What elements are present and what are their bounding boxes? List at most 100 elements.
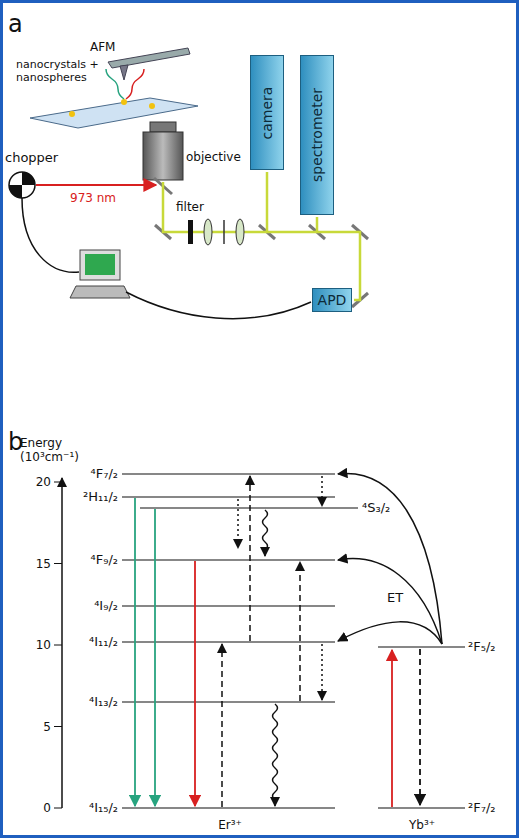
energy-transfer-arrows [338,474,442,644]
level-label: ²F₇/₂ [468,800,496,816]
excitation-arrows [222,476,300,807]
nonradiative-arrows [263,510,278,806]
cables [126,292,311,319]
yb-arrows [391,650,393,807]
computer [85,254,115,275]
axis-ticks [54,482,62,808]
nanocrystals [69,111,75,117]
level-label: ⁴I₁₅/₂ [89,800,118,816]
instrument-box: spectrometer [300,55,334,215]
chopper-wheel [9,172,35,198]
level-label: ²F₅/₂ [468,639,496,655]
ion-label: Er³⁺ [218,818,242,832]
er-levels [122,559,335,560]
laser-beam [36,185,156,186]
er-levels [122,701,335,702]
instrument-box: APD [312,288,352,312]
emission-waves [126,69,144,99]
er-levels [122,641,335,642]
afm-cantilever [108,48,190,68]
level-label: ⁴I₁₃/₂ [89,694,118,710]
instrument-label: chopper [5,150,58,166]
er-levels [122,605,335,606]
er-levels [140,507,358,508]
relaxation-arrows [321,644,323,700]
nanocrystals [149,103,155,109]
chopper-wheel [9,172,35,198]
nonradiative-arrows [273,704,278,806]
instrument-box: camera [250,55,284,170]
filter-and-lenses [204,219,212,245]
excitation-arrows [249,476,251,641]
instrument-name: APD [318,292,347,309]
collection-beam [266,172,269,232]
cables [22,198,79,272]
axis-ticks [54,645,62,646]
instrument-name: camera [259,86,276,139]
excitation-arrows [299,562,301,701]
objective-lens [143,132,183,180]
instrument-label: filter [176,200,204,214]
level-label: ⁴S₃/₂ [362,500,390,516]
tick-label: 5 [43,719,51,733]
tick-label: 20 [36,475,51,489]
level-label: ⁴I₉/₂ [94,598,118,614]
chopper-wheel [9,172,35,198]
er-levels [122,496,335,497]
filter-and-lenses [223,220,225,244]
sample-label: nanocrystals + nanospheres [16,58,106,84]
computer [70,286,130,298]
axis-ticks [54,726,62,727]
afm-cantilever [108,48,190,80]
emission-arrows [154,509,156,806]
emission-waves [106,69,124,99]
tick-label: 0 [43,801,51,815]
ion-label: Yb³⁺ [409,818,435,832]
level-label: ⁴F₇/₂ [91,466,119,482]
nanocrystals [69,99,155,117]
er-levels [122,473,335,474]
tick-label: 10 [36,638,51,652]
yb-arrows [419,649,421,805]
filter-and-lenses [236,219,244,245]
yb-arrows [392,649,420,807]
objective-lens [150,122,176,132]
emission-waves [106,69,144,99]
energy-transfer-arrows [338,622,442,644]
yb-levels [378,807,465,808]
emission-arrows [194,561,196,806]
axis-title: Energy (10³cm⁻¹) [20,436,98,465]
energy-axis [62,478,63,808]
panel-letter: a [8,10,23,39]
transfer-label: ET [387,590,403,606]
instrument-name: spectrometer [309,88,326,182]
instrument-label: AFM [90,40,115,54]
laser-beam [36,184,156,186]
filter-and-lenses [188,219,244,245]
nonradiative-arrows [263,510,268,556]
filter-and-lenses [188,220,193,244]
relaxation-arrows [237,499,239,548]
relaxation-arrows [321,476,323,506]
level-label: ²H₁₁/₂ [83,489,118,505]
er-levels [122,474,358,808]
tick-label: 15 [36,556,51,570]
emission-arrows [134,498,136,806]
collection-beam [316,217,319,232]
relaxation-arrows [238,476,322,700]
level-label: ⁴I₁₁/₂ [89,634,118,650]
axis-ticks [54,482,62,483]
energy-transfer-arrows [338,474,442,644]
axis-ticks [54,808,62,809]
energy-transfer-arrows [338,559,442,644]
nanocrystals [121,99,127,105]
excitation-arrows [221,644,223,807]
instrument-label: objective [186,150,241,164]
axis-ticks [54,563,62,564]
computer [70,250,130,298]
computer [80,250,120,280]
objective-lens [143,122,183,180]
afm-cantilever [120,65,128,80]
